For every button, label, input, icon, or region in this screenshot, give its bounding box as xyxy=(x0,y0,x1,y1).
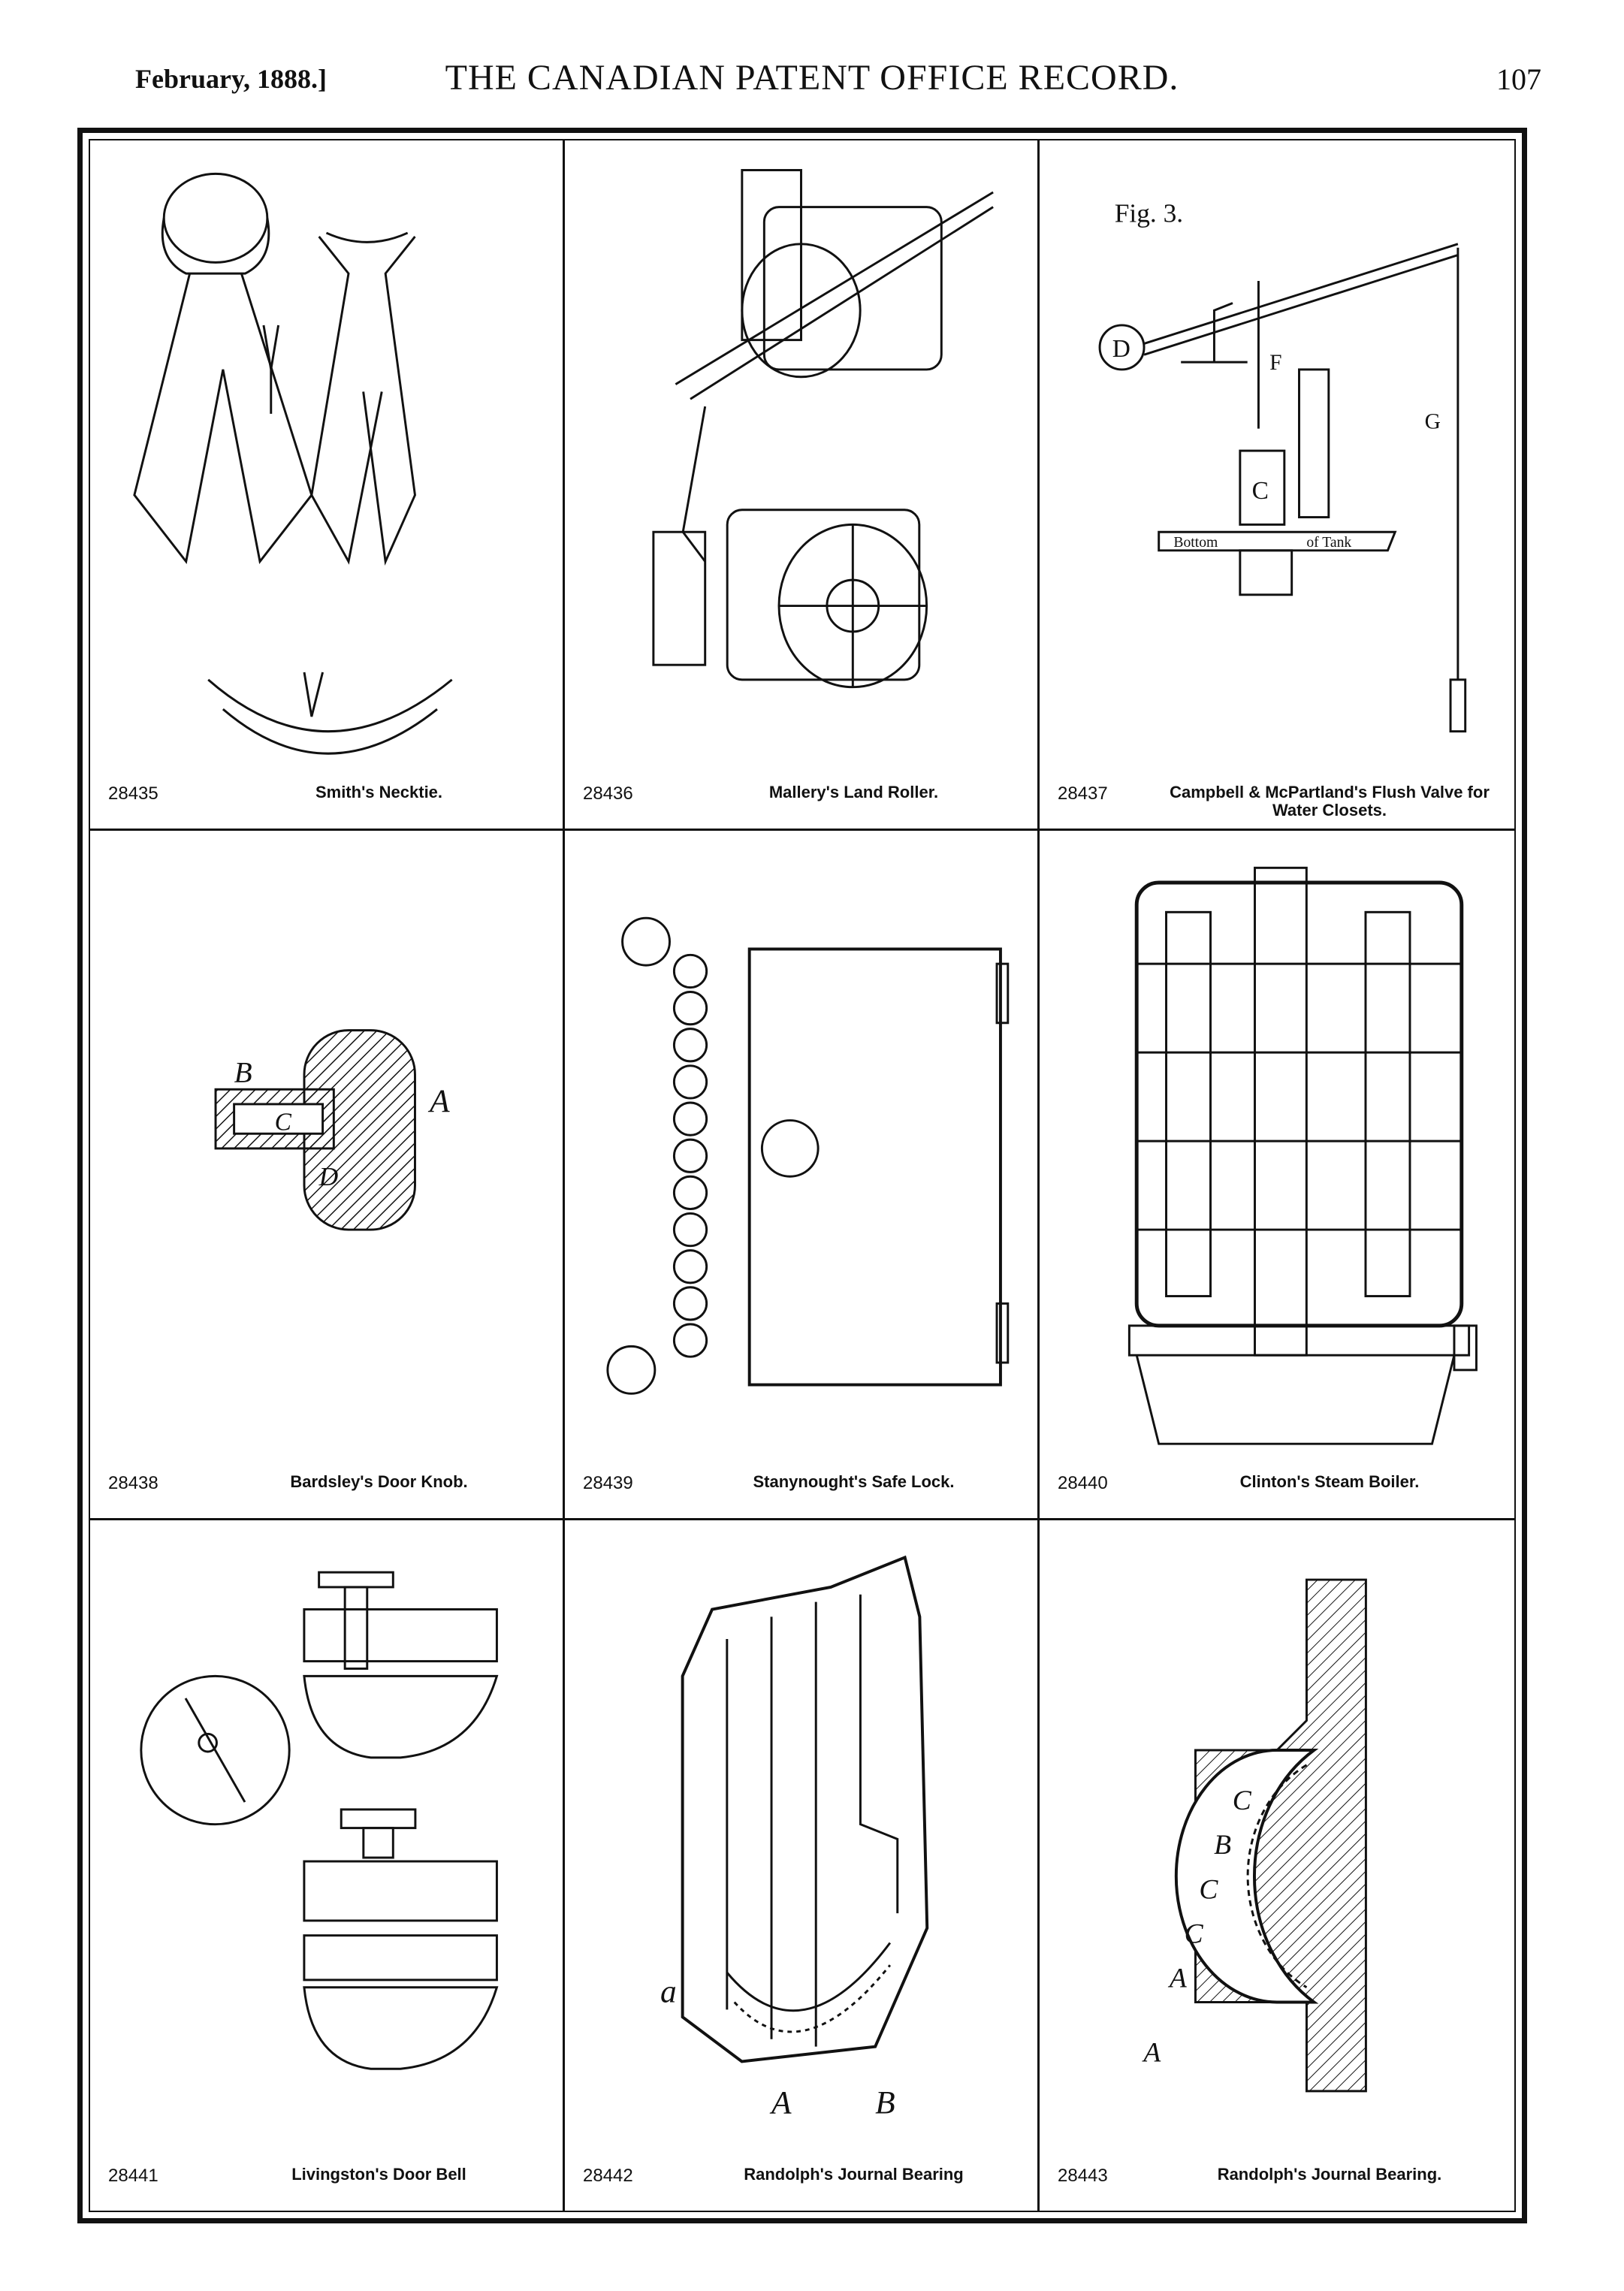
journal-bearing-illustration-1: a A B xyxy=(572,1528,1030,2158)
necktie-illustration xyxy=(98,148,555,776)
figure-frame: 28435 Smith's Necktie. xyxy=(77,128,1527,2223)
figure-caption: 28440 Clinton's Steam Boiler. xyxy=(1052,1470,1502,1508)
patent-number: 28438 xyxy=(108,1473,158,1494)
part-label-a: A xyxy=(427,1082,450,1118)
part-label-c-3: C xyxy=(1185,1919,1204,1950)
part-label-b: B xyxy=(234,1055,252,1088)
part-label-c-2: C xyxy=(1199,1875,1218,1906)
fig-label: Fig. 3. xyxy=(1115,198,1183,228)
figure-caption: 28441 Livingston's Door Bell xyxy=(102,2163,551,2200)
figure-cell-necktie: 28435 Smith's Necktie. xyxy=(90,140,565,831)
patent-number: 28440 xyxy=(1058,1473,1108,1494)
patent-number: 28439 xyxy=(583,1473,633,1494)
patent-title: Bardsley's Door Knob. xyxy=(290,1472,468,1492)
figure-caption: 28443 Randolph's Journal Bearing. xyxy=(1052,2163,1502,2200)
figure-caption: 28435 Smith's Necktie. xyxy=(102,780,551,818)
part-label-big-a: A xyxy=(769,2085,792,2121)
figure-cell-steam-boiler: 28440 Clinton's Steam Boiler. xyxy=(1040,831,1514,1521)
figure-caption: 28436 Mallery's Land Roller. xyxy=(577,780,1025,818)
figure-caption: 28438 Bardsley's Door Knob. xyxy=(102,1470,551,1508)
door-bell-illustration xyxy=(98,1528,555,2158)
part-label-f: F xyxy=(1269,351,1281,375)
journal-bearing-illustration-2: C B C C A A xyxy=(1047,1528,1507,2158)
figure-caption: 28437 Campbell & McPartland's Flush Valv… xyxy=(1052,780,1502,820)
part-label-a-2: A xyxy=(1141,2038,1161,2069)
part-label-c-1: C xyxy=(1233,1785,1252,1816)
patent-number: 28443 xyxy=(1058,2166,1108,2186)
land-roller-illustration xyxy=(572,148,1030,776)
patent-number: 28435 xyxy=(108,783,158,804)
part-label-d: D xyxy=(1112,335,1130,363)
figure-cell-flush-valve: Fig. 3. D F G C Bottom o xyxy=(1040,140,1514,831)
patent-title: Livingston's Door Bell xyxy=(291,2165,466,2184)
figure-frame-inner: 28435 Smith's Necktie. xyxy=(89,139,1516,2212)
patent-number: 28441 xyxy=(108,2166,158,2186)
patent-number: 28442 xyxy=(583,2166,633,2186)
tank-label-of-tank: of Tank xyxy=(1306,534,1351,551)
flush-valve-illustration: Fig. 3. D F G C Bottom o xyxy=(1047,148,1507,776)
patent-title: Campbell & McPartland's Flush Valve for … xyxy=(1170,782,1490,820)
figure-grid: 28435 Smith's Necktie. xyxy=(90,140,1514,2211)
patent-title: Randolph's Journal Bearing. xyxy=(1217,2165,1442,2184)
patent-number: 28436 xyxy=(583,783,633,804)
patent-title: Randolph's Journal Bearing xyxy=(744,2165,964,2184)
patent-title: Mallery's Land Roller. xyxy=(768,782,939,801)
figure-caption: 28442 Randolph's Journal Bearing xyxy=(577,2163,1025,2200)
page-number: 107 xyxy=(1496,62,1541,96)
figure-cell-land-roller: 28436 Mallery's Land Roller. xyxy=(565,140,1040,831)
figure-cell-safe-lock: 28439 Stanynought's Safe Lock. xyxy=(565,830,1040,1521)
page-header: February, 1888.] THE CANADIAN PATENT OFF… xyxy=(0,53,1624,113)
figure-cell-door-knob: B C A D 28438 Bardsley's Door Knob. xyxy=(90,830,565,1521)
steam-boiler-illustration xyxy=(1047,838,1507,1466)
part-label-b: B xyxy=(1214,1830,1231,1861)
figure-cell-journal-bearing-2: C B C C A A 28443 Randolph's Journal Bea… xyxy=(1040,1520,1514,2211)
tank-label-bottom: Bottom xyxy=(1173,534,1218,551)
part-label-g: G xyxy=(1425,410,1441,434)
patent-number: 28437 xyxy=(1058,783,1108,804)
figure-caption: 28439 Stanynought's Safe Lock. xyxy=(577,1470,1025,1508)
figure-cell-door-bell: 28441 Livingston's Door Bell xyxy=(90,1520,565,2211)
patent-title: Smith's Necktie. xyxy=(315,782,443,801)
part-label-a-1: A xyxy=(1167,1963,1188,1994)
part-label-big-b: B xyxy=(875,2085,895,2121)
figure-cell-journal-bearing-1: a A B 28442 Randolph's Journal Bearing xyxy=(565,1520,1040,2211)
part-label-c: C xyxy=(1252,477,1269,505)
part-label-c: C xyxy=(275,1108,292,1136)
part-label-a: a xyxy=(660,1974,677,2010)
part-label-d: D xyxy=(318,1161,339,1191)
door-knob-illustration: B C A D xyxy=(98,838,555,1466)
patent-title: Clinton's Steam Boiler. xyxy=(1239,1472,1420,1492)
safe-lock-illustration xyxy=(572,838,1030,1466)
issue-date: February, 1888.] xyxy=(135,64,327,94)
patent-title: Stanynought's Safe Lock. xyxy=(753,1472,955,1492)
publication-title: THE CANADIAN PATENT OFFICE RECORD. xyxy=(445,58,1179,98)
